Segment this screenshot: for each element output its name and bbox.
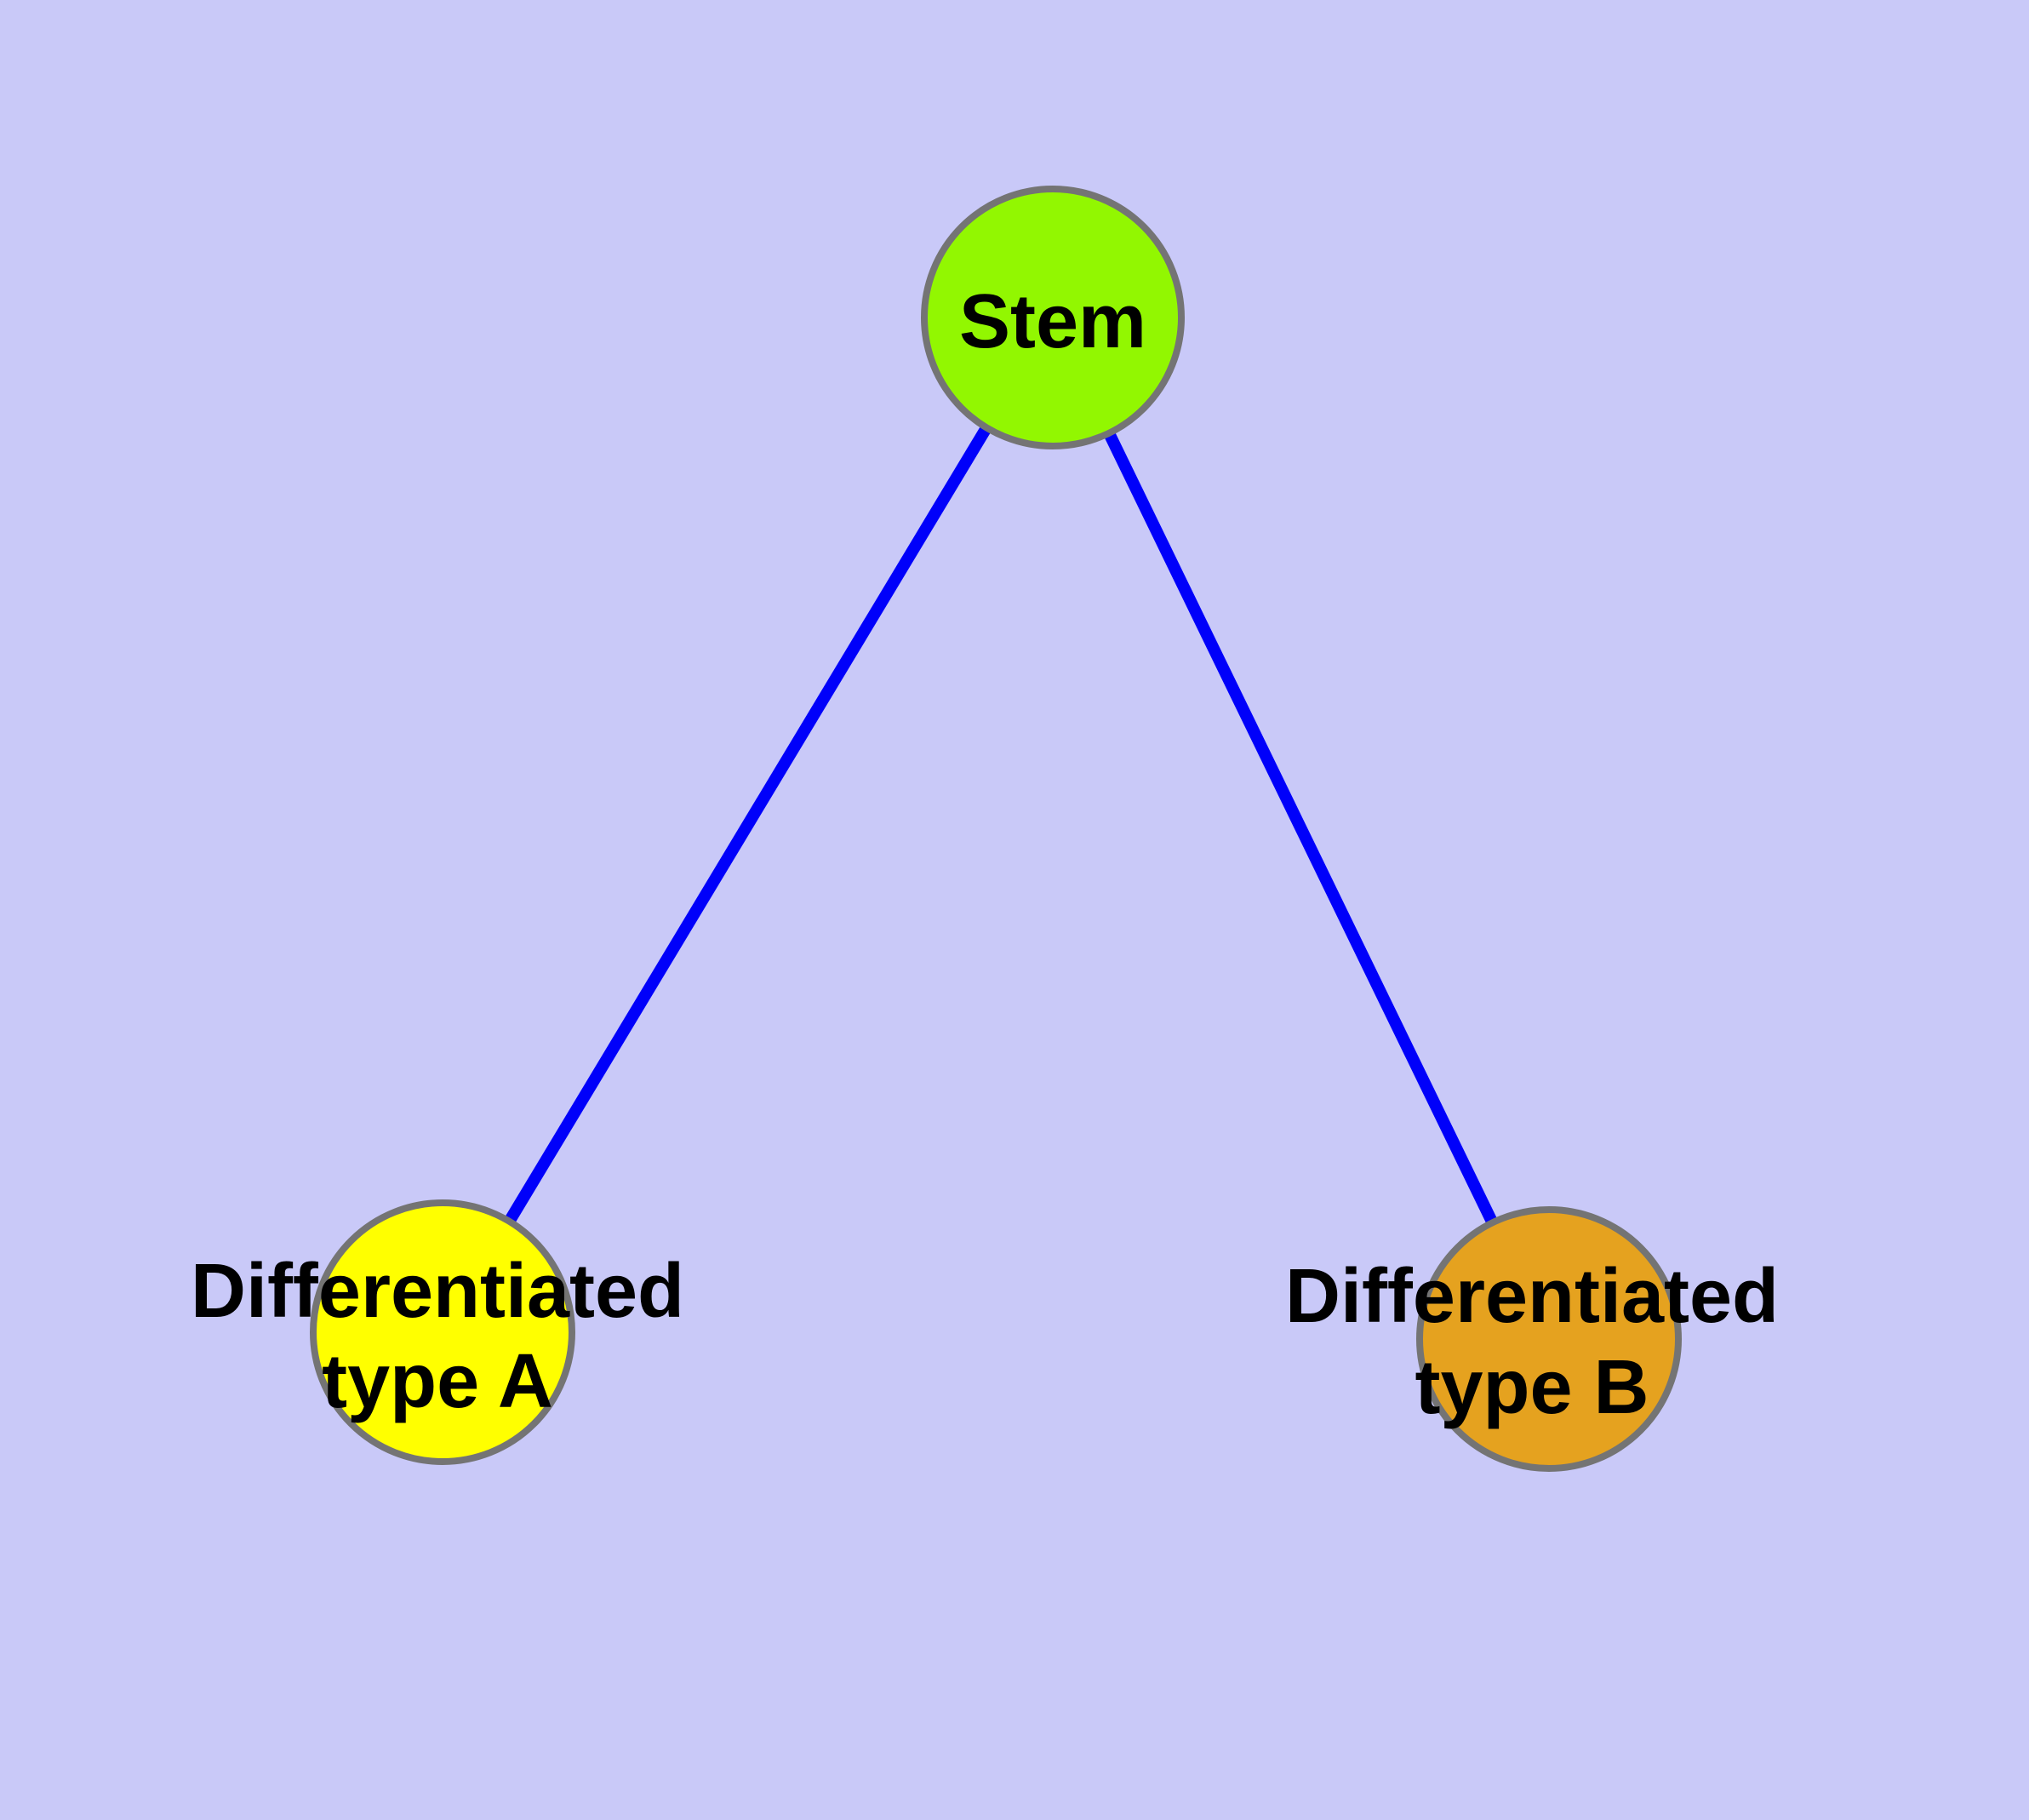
node-type-b-label-line2: type B	[1415, 1345, 1649, 1430]
node-type-b-label-line1: Differentiated	[1285, 1254, 1779, 1339]
node-differentiated-type-a	[310, 1199, 575, 1465]
node-differentiated-type-b	[1416, 1206, 1682, 1472]
node-stem-label: Stem	[959, 279, 1146, 364]
edge-stem-to-type-b	[1047, 314, 1555, 1342]
edge-stem-to-type-a	[437, 314, 1058, 1336]
node-stem	[921, 186, 1185, 449]
node-type-a-label-line2: type A	[322, 1339, 553, 1424]
node-type-a-label-line1: Differentiated	[191, 1249, 684, 1334]
